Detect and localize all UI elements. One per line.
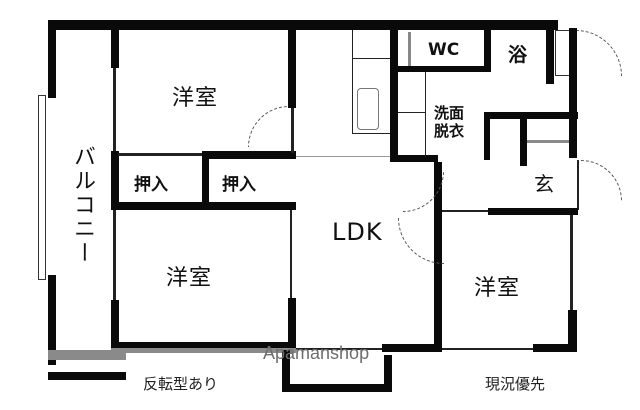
room-label-ldk: LDK (332, 218, 383, 246)
wall-room-left-window-2 (113, 209, 116, 301)
watermark-apamanshop: Apamanshop (263, 343, 370, 363)
room-label-western-bottom-left: 洋室 (166, 266, 213, 291)
wall-balcony-gray (48, 350, 126, 360)
bottom-right-window (442, 348, 534, 350)
wall-br-top (488, 208, 578, 215)
entrance-step (527, 140, 569, 143)
wall-top-right (258, 20, 558, 30)
note-current-priority: 現況優先 (485, 375, 546, 393)
wall-closet-divider (202, 151, 209, 209)
wall-balcony-bottom (48, 372, 126, 380)
bay-bottom (282, 384, 392, 392)
wall-bath-right (546, 28, 554, 84)
washroom-shelf (398, 112, 426, 113)
room-label-western-top: 洋室 (172, 86, 219, 111)
wall-top-room-right (288, 28, 296, 108)
kitchen-sink (357, 88, 379, 130)
wall-bottom-mid (382, 344, 442, 352)
wall-closet-top-right (204, 151, 296, 159)
wall-wc-bottom (390, 66, 490, 72)
wall-balcony-left-top (48, 20, 56, 98)
room-label-washroom: 洗面 脱衣 (434, 104, 465, 140)
wall-room-left-bottom (111, 300, 119, 348)
washroom-inner (425, 72, 426, 157)
wc-pipe (408, 32, 411, 66)
wall-br-right-window (570, 215, 573, 310)
door-arc-top-room (248, 106, 289, 147)
room-label-western-bottom-right: 洋室 (474, 276, 521, 301)
bay-right (384, 355, 392, 392)
room-label-balcony: バルコニー (70, 145, 95, 265)
kitchen-counter-divider (352, 58, 390, 59)
wall-balcony-left-bottom (48, 275, 56, 365)
wall-wc-left (390, 28, 398, 158)
bay-left (282, 350, 290, 390)
wall-room-left-window (113, 68, 116, 153)
wall-washroom-bottom (390, 155, 438, 162)
wall-top-room-door-jamb (291, 108, 294, 153)
wall-bottom-left (111, 342, 296, 350)
wall-room-left-top (111, 28, 119, 68)
wall-bottom-left-room-right-solid (288, 298, 296, 348)
wall-bottom-left-room-right (290, 210, 292, 298)
note-reversed-type: 反転型あり (143, 375, 219, 393)
wall-bath-bottom (490, 112, 578, 119)
room-label-closet-1: 押入 (134, 175, 168, 195)
wall-bottom-left-gray (111, 348, 296, 353)
door-arc-ldk-wash (403, 171, 444, 212)
wall-bottom-right (533, 344, 577, 352)
ldk-partition-line (296, 156, 392, 157)
balcony-railing (38, 95, 46, 280)
wall-room-left-mid (111, 151, 119, 209)
room-label-bath: 浴 (508, 44, 528, 66)
wall-washroom-right (484, 112, 490, 160)
room-label-closet-2: 押入 (222, 175, 256, 195)
kitchen-counter-bottom (352, 133, 390, 134)
room-label-entrance: 玄 (534, 172, 555, 196)
wall-outer-right (569, 28, 577, 158)
room-label-wc: WC (428, 40, 460, 60)
wall-entrance-divider (520, 118, 527, 166)
wall-wc-right (484, 28, 491, 72)
kitchen-counter-outline (352, 30, 353, 134)
ldk-window (296, 348, 386, 350)
wall-br-top-door (438, 210, 488, 212)
entrance-door-line (577, 160, 579, 210)
wall-closet-top-left (118, 153, 204, 156)
wall-top (48, 20, 258, 30)
wall-br-right-solid (568, 310, 577, 352)
